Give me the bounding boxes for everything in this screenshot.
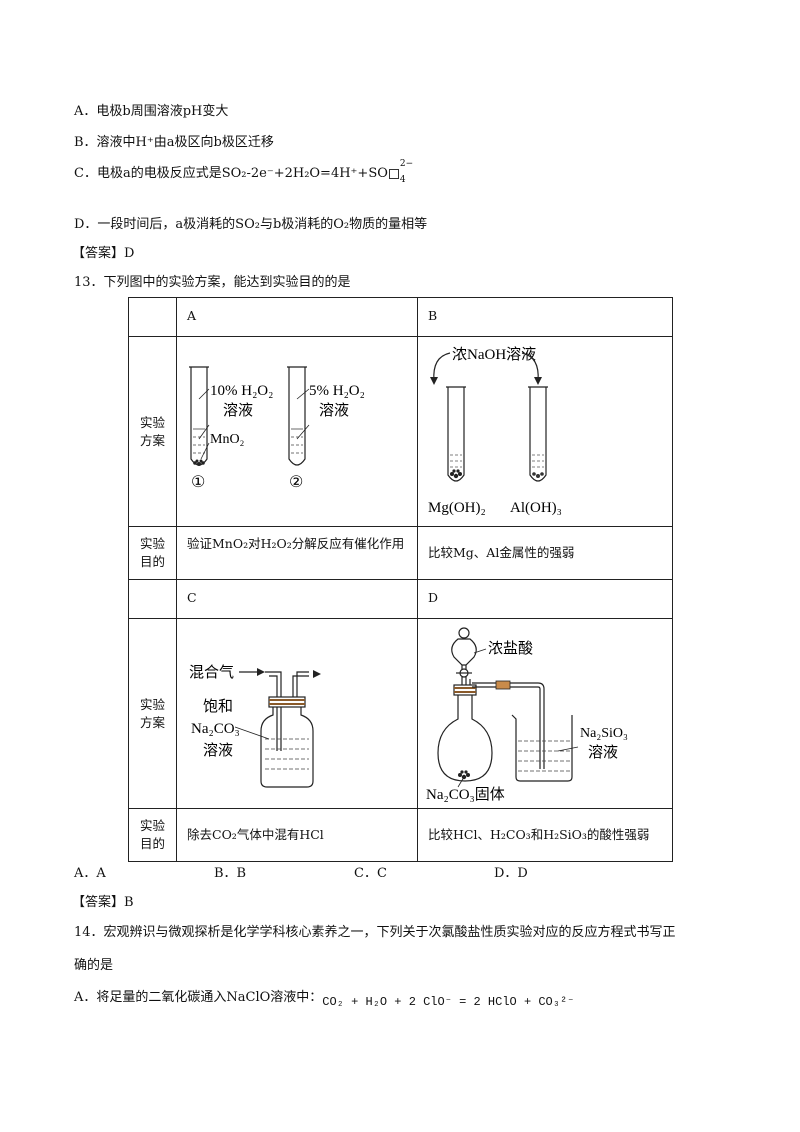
goal-b: 比较Mg、Al金属性的强弱 — [428, 545, 575, 560]
goal-a: 验证MnO₂对H₂O₂分解反应有催化作用 — [187, 536, 405, 551]
tube2-label-2: 溶液 — [319, 402, 349, 419]
q13-option-a: A．A — [74, 866, 106, 881]
goal-d: 比较HCl、H₂CO₃和H₂SiO₃的酸性强弱 — [428, 827, 650, 842]
rubber-connector — [495, 680, 511, 690]
q14-option-a: A．将足量的二氧化碳通入NaClO溶液中：CO₂ + H₂O + 2 ClO⁻ … — [74, 986, 574, 1009]
test-tube-2 — [288, 367, 306, 466]
q13-option-d: D．D — [494, 866, 528, 881]
beaker-label-2: 溶液 — [588, 744, 618, 761]
sulfate-charge: 2− — [399, 159, 414, 169]
tube1-number: ① — [191, 474, 205, 491]
diagram-a: 10% H₂O₂ 溶液 MnO₂ ① 5% H₂O₂ 溶液 ② — [189, 366, 365, 491]
tube-al-label: Al(OH)₃ — [510, 500, 562, 516]
stopper — [268, 696, 306, 708]
q12-option-b: B．溶液中H⁺由a极区向b极区迁移 — [74, 135, 274, 150]
diagram-c: 混合气 饱和 — [189, 664, 321, 788]
col-header-b: B — [428, 308, 438, 323]
q12-option-d: D．一段时间后，a极消耗的SO₂与b极消耗的O₂物质的量相等 — [74, 217, 428, 232]
solution-label-2: Na₂CO₃ — [191, 721, 240, 737]
mixed-gas-label: 混合气 — [189, 664, 234, 681]
row-label-goal: 实验目的 — [139, 536, 165, 569]
row-label-plan-2: 实验方案 — [139, 696, 165, 730]
tube2-label-1: 5% H₂O₂ — [309, 383, 365, 399]
solution-label-1: 饱和 — [203, 698, 233, 715]
q12-option-c-text: C．电极a的电极反应式是SO₂-2e⁻+2H₂O=4H⁺+SO — [74, 166, 388, 181]
reagent-label: 浓NaOH溶液 — [452, 346, 536, 363]
tube1-label-3: MnO₂ — [210, 432, 245, 447]
q13-option-c: C．C — [354, 866, 387, 881]
tube2-number: ② — [289, 474, 303, 491]
col-header-d: D — [428, 590, 439, 605]
q12-option-a: A．电极b周围溶液pH变大 — [74, 104, 229, 119]
solid-label: Na₂CO₃固体 — [426, 786, 505, 803]
solution-label-3: 溶液 — [203, 742, 233, 759]
separatory-funnel — [451, 638, 477, 666]
tube1-label-2: 溶液 — [223, 402, 253, 419]
diagram-b: 浓NaOH溶液 Mg(OH)₂ Al(OH)₃ — [428, 346, 562, 516]
funnel-stopper — [458, 627, 470, 639]
q14-option-a-equation: CO₂ + H₂O + 2 ClO⁻ = 2 HClO + CO₃²⁻ — [322, 995, 575, 1009]
tube1-label-1: 10% H₂O₂ — [210, 383, 273, 399]
q12-answer: 【答案】D — [72, 246, 135, 261]
gas-washing-bottle — [260, 707, 314, 788]
row-label-plan: 实验方案 — [139, 414, 165, 448]
beaker-label-1: Na₂SiO₃ — [580, 726, 628, 741]
q13-answer: 【答案】B — [72, 895, 134, 910]
test-tube-1 — [190, 367, 208, 466]
goal-c: 除去CO₂气体中混有HCl — [187, 827, 324, 842]
row-label-goal-2: 实验目的 — [139, 818, 165, 851]
test-tube-mg — [447, 387, 465, 482]
q13-option-b: B．B — [214, 866, 247, 881]
q13-stem: 13．下列图中的实验方案，能达到实验目的的是 — [74, 275, 351, 290]
col-header-c: C — [187, 590, 197, 605]
mno2-powder — [193, 459, 205, 466]
round-bottom-flask — [437, 695, 493, 782]
sulfate-subscript: 4 — [399, 175, 406, 185]
q14-stem-1: 14．宏观辨识与微观探析是化学学科核心素养之一，下列关于次氯酸盐性质实验对应的反… — [74, 925, 676, 940]
diagram-d: 浓盐酸 Na₂CO₃固体 — [426, 627, 628, 803]
placeholder-box — [388, 169, 399, 179]
tube-mg-label: Mg(OH)₂ — [428, 500, 486, 516]
beaker — [511, 714, 573, 782]
q14-stem-2: 确的是 — [74, 958, 114, 973]
col-header-a: A — [187, 308, 197, 323]
q12-option-c: C．电极a的电极反应式是SO₂-2e⁻+2H₂O=4H⁺+SO 2− 4 — [74, 159, 414, 185]
test-tube-al — [529, 387, 547, 482]
q14-option-a-text: A．将足量的二氧化碳通入NaClO溶液中： — [74, 990, 323, 1005]
experiment-table: A B 实验方案 10% H₂O₂ 溶液 MnO₂ ① — [128, 297, 673, 862]
acid-label: 浓盐酸 — [488, 640, 533, 657]
